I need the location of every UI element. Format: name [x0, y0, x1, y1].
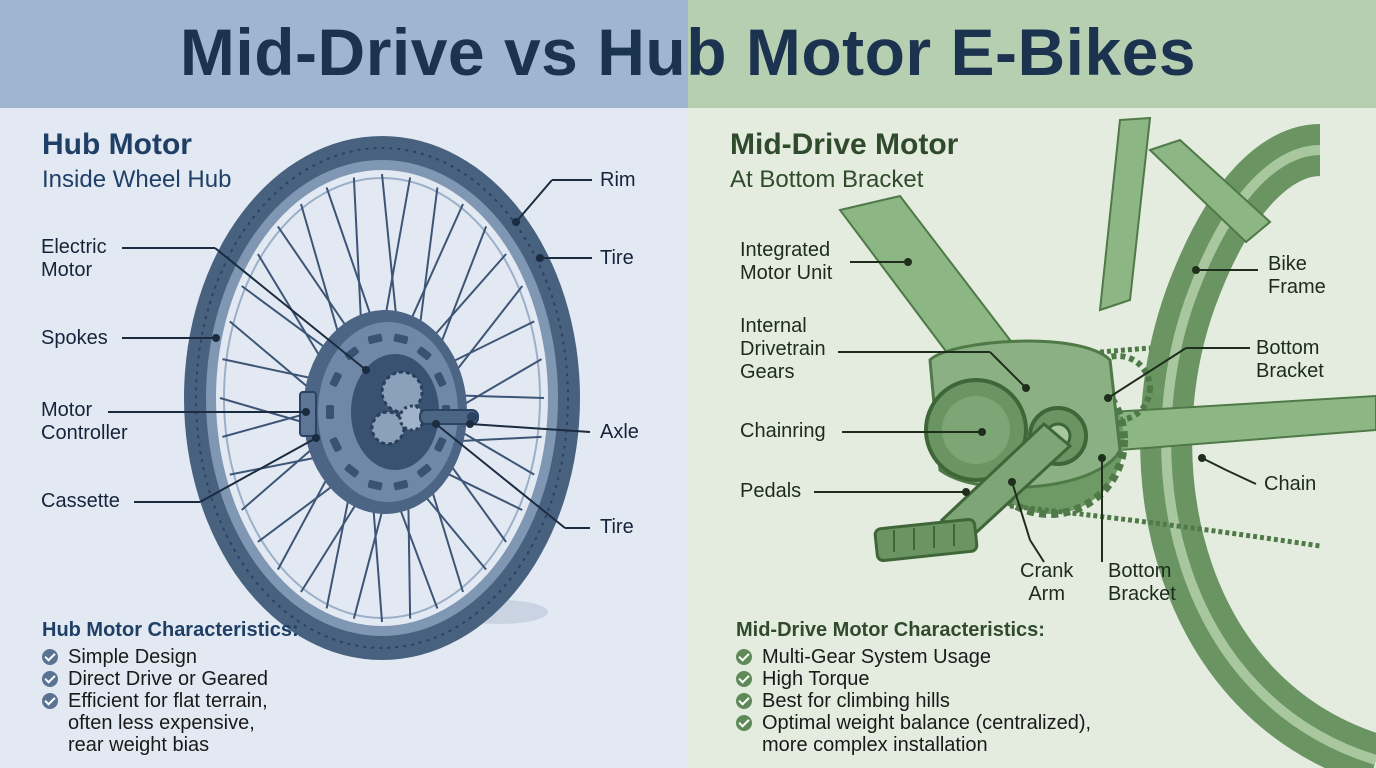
- mid-heading: Mid-Drive Motor: [730, 128, 959, 161]
- label-tire-bottom: Tire: [600, 516, 634, 538]
- label-spokes: Spokes: [41, 327, 108, 349]
- label-bottom-bracket-right: Bottom Bracket: [1256, 337, 1324, 382]
- hub-characteristics-title: Hub Motor Characteristics:: [42, 619, 299, 641]
- hub-slot: [393, 333, 409, 344]
- spoke: [381, 173, 400, 336]
- mid-characteristic-item: Optimal weight balance (centralized), mo…: [736, 712, 1091, 756]
- seat-stay: [1148, 138, 1272, 244]
- page-title: Mid-Drive vs Hub Motor E-Bikes: [179, 15, 1197, 89]
- check-icon: [736, 671, 752, 687]
- label-chain: Chain: [1264, 473, 1317, 495]
- pedal-shape: [873, 517, 979, 563]
- hub-slot: [393, 480, 409, 491]
- label-rim: Rim: [600, 169, 636, 191]
- spoke: [277, 225, 359, 344]
- check-icon: [42, 671, 58, 687]
- spoke: [381, 177, 412, 335]
- spoke: [352, 177, 363, 341]
- check-icon: [42, 693, 58, 709]
- spoke: [416, 187, 439, 347]
- label-integrated-motor: Integrated Motor Unit: [740, 239, 833, 284]
- hub-slot: [417, 463, 432, 478]
- hub-characteristic-item: Simple Design: [42, 646, 299, 668]
- label-chainring: Chainring: [740, 420, 826, 442]
- label-internal-gears: Internal Drivetrain Gears: [740, 315, 826, 383]
- hub-characteristics: Hub Motor Characteristics: Simple Design…: [42, 619, 299, 756]
- title-band-left: [0, 0, 688, 108]
- hub-slot: [329, 372, 342, 387]
- chain-links: [1009, 503, 1321, 549]
- hub-slot: [367, 333, 383, 344]
- mid-leader-lines: [814, 261, 1258, 563]
- label-crank-arm: Crank Arm: [1020, 560, 1074, 605]
- check-icon: [736, 715, 752, 731]
- hub-subheading: Inside Wheel Hub: [42, 166, 232, 193]
- hub-slot: [434, 372, 447, 387]
- mid-drive-illustration: [838, 116, 1376, 768]
- hub-slot: [417, 346, 432, 361]
- check-icon: [42, 649, 58, 665]
- spoke: [402, 203, 464, 338]
- hub-leader-lines: [108, 179, 592, 529]
- hub-characteristic-item: Direct Drive or Geared: [42, 668, 299, 690]
- label-cassette: Cassette: [41, 490, 120, 512]
- seat-tube: [1098, 116, 1152, 312]
- label-bike-frame: Bike Frame: [1268, 253, 1326, 298]
- hub-slot: [367, 480, 383, 491]
- hub-wheel: [184, 136, 580, 660]
- mid-characteristic-item: Best for climbing hills: [736, 690, 1091, 712]
- label-pedals: Pedals: [740, 480, 802, 502]
- title-band-right: [688, 0, 1376, 108]
- hub-slot: [434, 437, 447, 452]
- hub-slot: [344, 463, 359, 478]
- label-motor-controller: Motor Controller: [41, 399, 128, 444]
- mid-characteristics: Mid-Drive Motor Characteristics: Multi-G…: [736, 619, 1091, 756]
- check-icon: [736, 693, 752, 709]
- spoke: [325, 187, 379, 335]
- label-axle: Axle: [600, 421, 639, 443]
- label-tire-top: Tire: [600, 247, 634, 269]
- hub-slot: [329, 437, 342, 452]
- hub-characteristic-item: Efficient for flat terrain, often less e…: [42, 690, 299, 756]
- check-icon: [736, 649, 752, 665]
- mid-characteristic-item: High Torque: [736, 668, 1091, 690]
- label-bottom-bracket-bottom: Bottom Bracket: [1108, 560, 1176, 605]
- rear-wheel-tire: [1140, 124, 1376, 768]
- hub-slot: [326, 405, 334, 419]
- mid-characteristic-item: Multi-Gear System Usage: [736, 646, 1091, 668]
- hub-heading: Hub Motor: [42, 128, 192, 161]
- label-electric-motor: Electric Motor: [41, 236, 107, 281]
- mid-characteristics-title: Mid-Drive Motor Characteristics:: [736, 619, 1045, 641]
- mid-subheading: At Bottom Bracket: [730, 166, 924, 193]
